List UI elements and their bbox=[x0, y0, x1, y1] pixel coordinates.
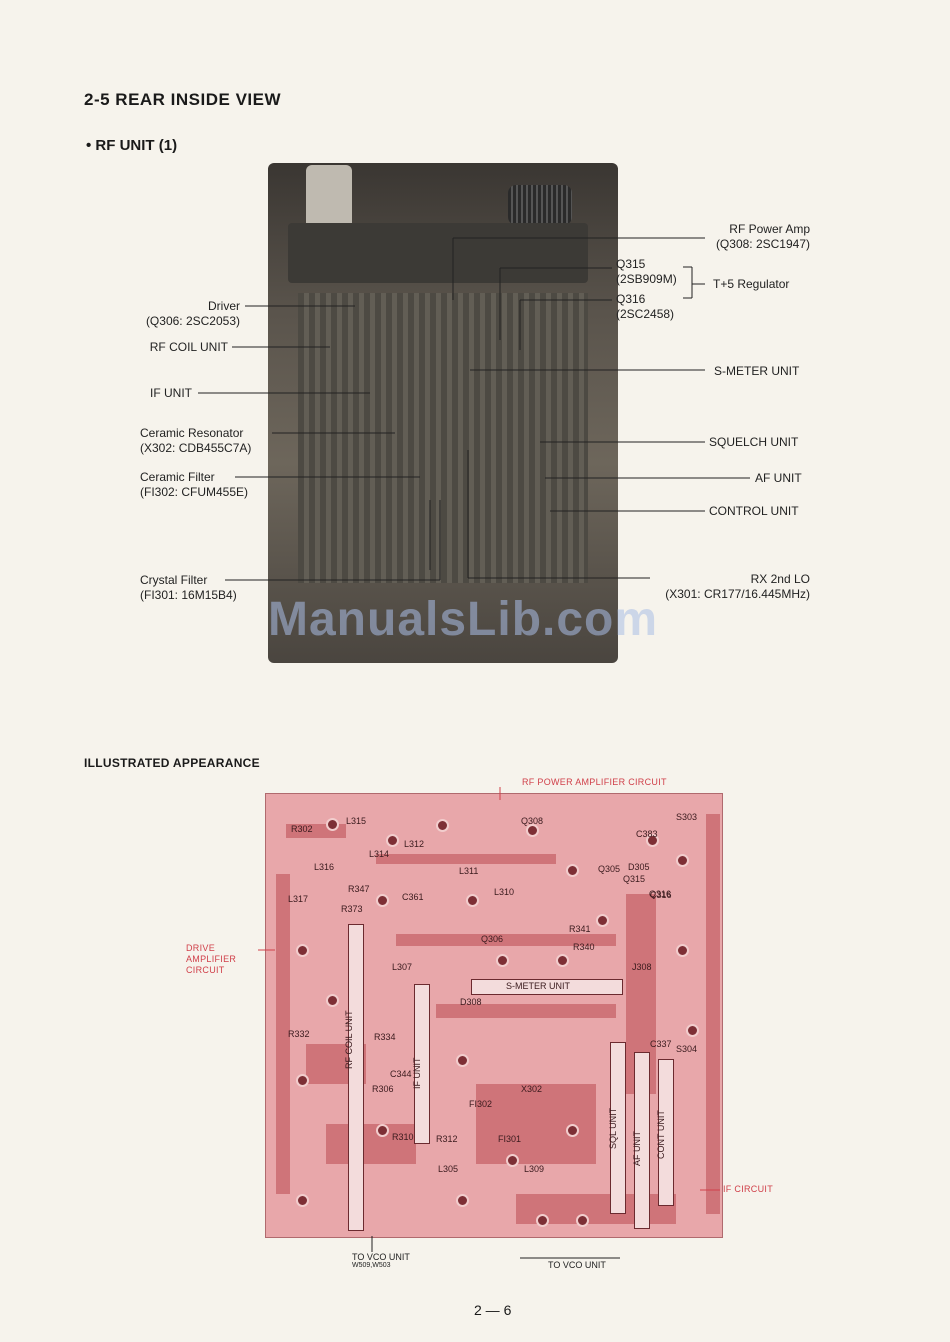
part-l315: L315 bbox=[346, 816, 367, 826]
part-s304: S304 bbox=[676, 1044, 698, 1054]
part-j308: J308 bbox=[632, 962, 652, 972]
label-to-vco-unit-bottom: TO VCO UNIT bbox=[548, 1260, 606, 1270]
label-crystal-filter: Crystal Filter (FI301: 16M15B4) bbox=[140, 573, 237, 602]
strip-s-meter-unit bbox=[471, 979, 623, 995]
label-if-unit: IF UNIT bbox=[150, 386, 192, 400]
part-x302: X302 bbox=[521, 1084, 543, 1094]
part-fi302: FI302 bbox=[469, 1099, 493, 1109]
pcb-illustration: RF COIL UNIT IF UNIT S-METER UNIT SQL UN… bbox=[265, 793, 723, 1238]
part-q306: Q306 bbox=[481, 934, 504, 944]
strip-sql-unit bbox=[610, 1042, 626, 1214]
part-r306: R306 bbox=[372, 1084, 394, 1094]
part-s303: S303 bbox=[676, 812, 698, 822]
part-l311: L311 bbox=[459, 866, 479, 876]
part-d305: D305 bbox=[628, 862, 650, 872]
label-rf-power-amp: RF Power Amp (Q308: 2SC1947) bbox=[715, 222, 810, 251]
subsection-title: • RF UNIT (1) bbox=[86, 137, 178, 154]
label-s-meter-unit: S-METER UNIT bbox=[714, 364, 800, 378]
label-ceramic-resonator: Ceramic Resonator (X302: CDB455C7A) bbox=[140, 426, 252, 455]
label-to-vco-unit-left: TO VCO UNIT bbox=[352, 1252, 410, 1262]
strip-if-unit bbox=[414, 984, 430, 1144]
part-l316: L316 bbox=[314, 862, 335, 872]
part-l314: L314 bbox=[369, 849, 390, 859]
leader-lines bbox=[198, 237, 750, 581]
part-l310: L310 bbox=[494, 887, 515, 897]
part-r310: R310 bbox=[392, 1132, 414, 1142]
label-af-unit: AF UNIT bbox=[755, 471, 802, 485]
part-r373: R373 bbox=[341, 904, 363, 914]
illustrated-heading: ILLUSTRATED APPEARANCE bbox=[84, 756, 260, 770]
part-r334: R334 bbox=[374, 1032, 396, 1042]
rear-inside-photo bbox=[268, 163, 618, 663]
label-q316: Q316 (2SC2458) bbox=[616, 292, 675, 321]
part-r347: R347 bbox=[348, 884, 370, 894]
label-t5-regulator: T+5 Regulator bbox=[713, 277, 790, 291]
label-if-circuit: IF CIRCUIT bbox=[723, 1184, 773, 1194]
part-l307: L307 bbox=[392, 962, 413, 972]
part-c361: C361 bbox=[402, 892, 424, 902]
part-r340: R340 bbox=[573, 942, 595, 952]
part-q316: Q316 bbox=[649, 889, 672, 899]
label-ceramic-filter: Ceramic Filter (FI302: CFUM455E) bbox=[140, 470, 249, 499]
watermark: ManualsLib.com bbox=[268, 593, 659, 646]
strip-af-unit bbox=[634, 1052, 650, 1229]
part-c383: C383 bbox=[636, 829, 658, 839]
part-l312: L312 bbox=[404, 839, 425, 849]
part-r302: R302 bbox=[291, 824, 313, 834]
label-rf-coil-unit: RF COIL UNIT bbox=[149, 340, 228, 354]
page-number: 2 — 6 bbox=[474, 1302, 512, 1318]
label-q315: Q315 (2SB909M) bbox=[616, 257, 677, 286]
rf-unit-board bbox=[298, 293, 588, 583]
part-fi301: FI301 bbox=[498, 1134, 522, 1144]
part-q315: Q315 bbox=[623, 874, 646, 884]
label-driver: Driver (Q306: 2SC2053) bbox=[145, 299, 240, 328]
part-r341: R341 bbox=[569, 924, 591, 934]
part-l317: L317 bbox=[288, 894, 309, 904]
part-r312: R312 bbox=[436, 1134, 458, 1144]
part-c344: C344 bbox=[390, 1069, 412, 1079]
strip-cont-unit bbox=[658, 1059, 674, 1206]
part-q305: Q305 bbox=[598, 864, 621, 874]
label-rf-power-amplifier-circuit: RF POWER AMPLIFIER CIRCUIT bbox=[522, 777, 667, 787]
label-squelch-unit: SQUELCH UNIT bbox=[709, 435, 799, 449]
top-cover bbox=[288, 223, 588, 283]
section-title: 2-5 REAR INSIDE VIEW bbox=[84, 90, 282, 109]
part-d308: D308 bbox=[460, 997, 482, 1007]
strip-rf-coil-unit bbox=[348, 924, 364, 1231]
part-q308: Q308 bbox=[521, 816, 544, 826]
label-rx-2nd-lo: RX 2nd LO (X301: CR177/16.445MHz) bbox=[665, 572, 810, 601]
part-r332: R332 bbox=[288, 1029, 310, 1039]
label-control-unit: CONTROL UNIT bbox=[709, 504, 799, 518]
label-to-vco-unit-left-sub: W509,W503 bbox=[352, 1262, 391, 1269]
part-l309: L309 bbox=[524, 1164, 545, 1174]
strip-label-s-meter-unit: S-METER UNIT bbox=[506, 981, 570, 991]
part-l305: L305 bbox=[438, 1164, 459, 1174]
part-c337: C337 bbox=[650, 1039, 672, 1049]
tuning-knob bbox=[508, 185, 572, 225]
part-c316: C316 bbox=[650, 890, 672, 900]
label-drive-amplifier-circuit: DRIVE AMPLIFIER CIRCUIT bbox=[186, 943, 237, 975]
